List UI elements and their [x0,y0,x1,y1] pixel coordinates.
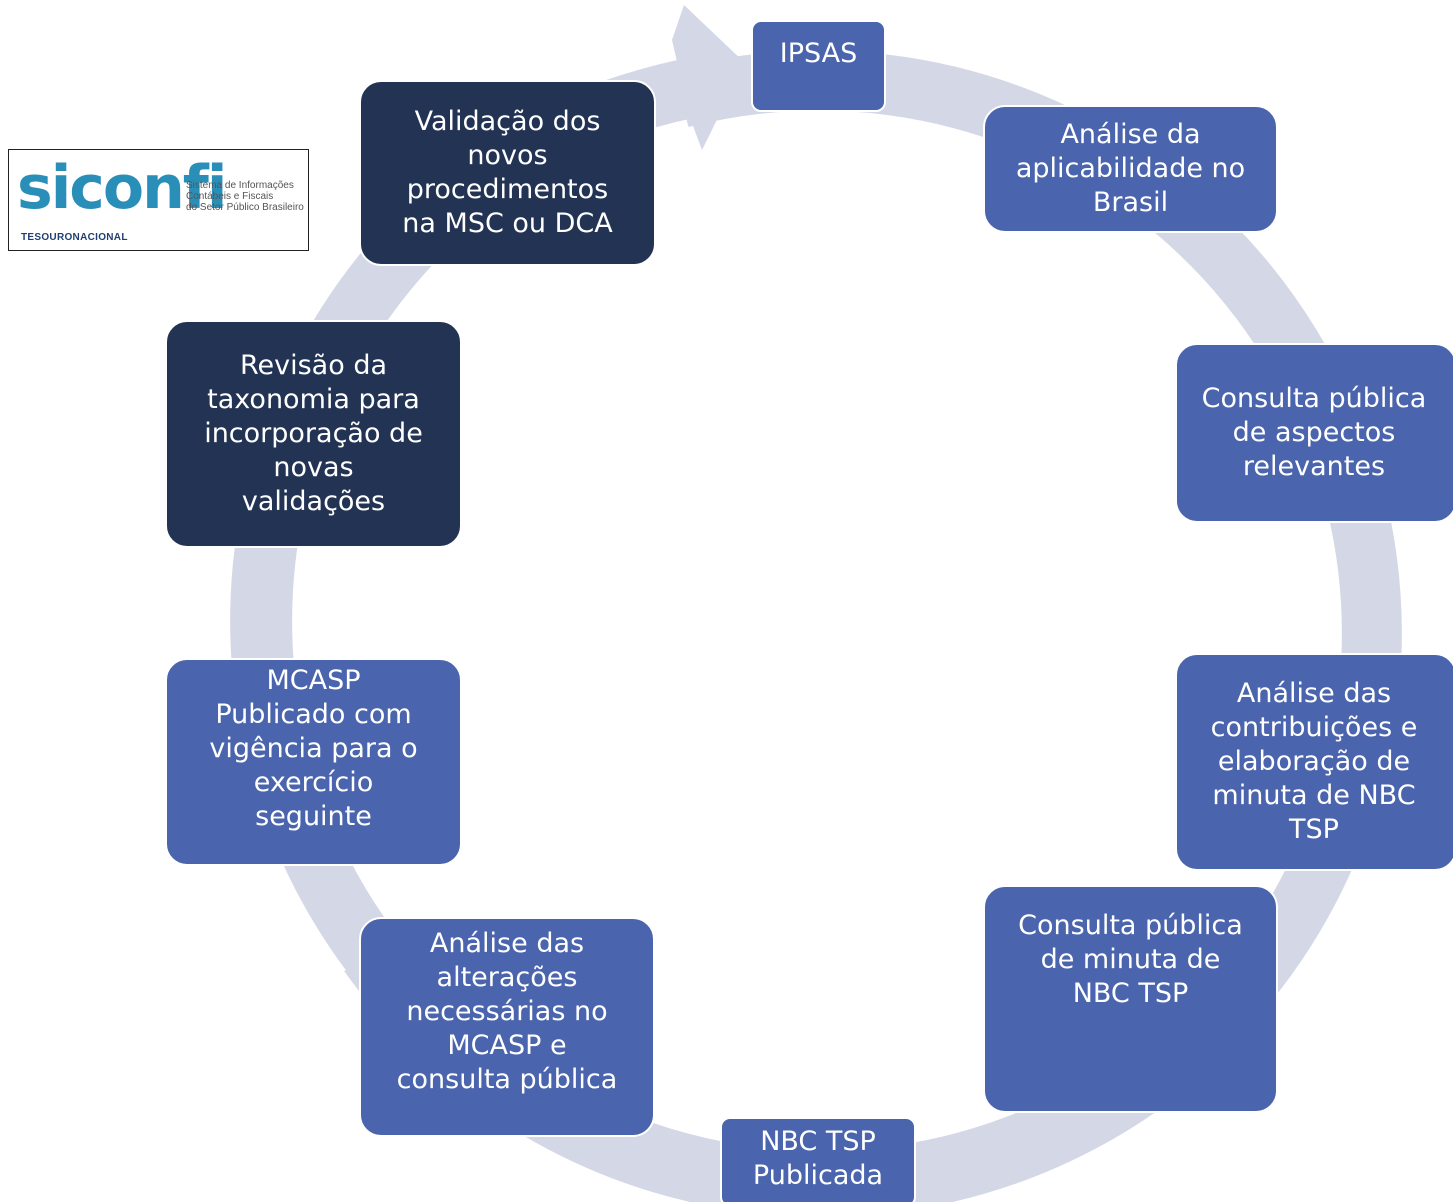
step-taxonomia: Revisão da taxonomia para incorporação d… [165,320,462,548]
step-mcasp-publicado: MCASP Publicado com vigência para o exer… [165,658,462,866]
step-validacao: Validação dos novos procedimentos na MSC… [359,80,656,266]
logo-agency: TESOURONACIONAL [21,232,128,243]
step-consulta-minuta: Consulta pública de minuta de NBC TSP [983,885,1278,1113]
step-nbc-publicada: NBC TSP Publicada [720,1117,916,1202]
logo-wordmark: siconfi [17,153,227,223]
logo-description: Sistema de Informações Contábeis e Fisca… [186,180,304,213]
step-ipsas: IPSAS [751,20,886,112]
step-contribuicoes: Análise das contribuições e elaboração d… [1175,653,1453,871]
step-consulta-aspectos: Consulta pública de aspectos relevantes [1175,343,1453,523]
step-aplicabilidade: Análise da aplicabilidade no Brasil [983,105,1278,233]
step-alteracoes-mcasp: Análise das alterações necessárias no MC… [359,917,655,1137]
cycle-arrow-head [672,5,745,150]
siconfi-logo: siconfi Sistema de Informações Contábeis… [8,149,309,251]
